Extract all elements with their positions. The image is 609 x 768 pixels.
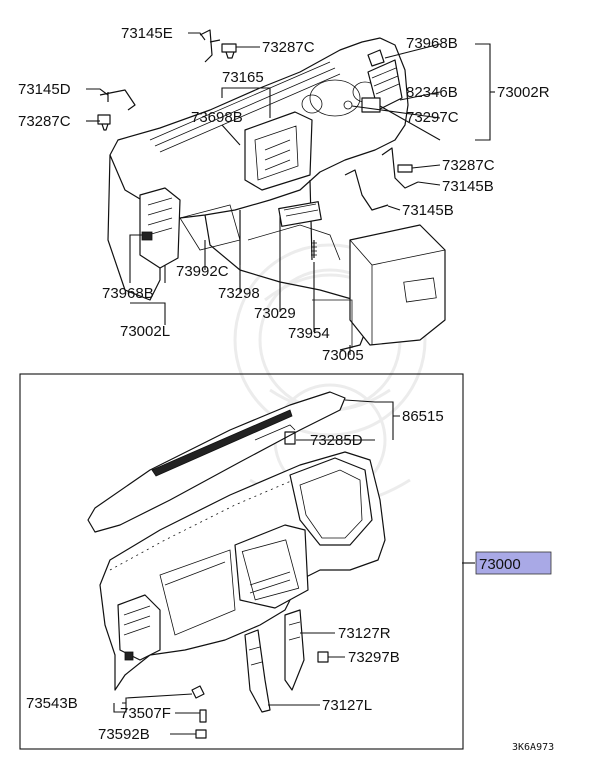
label-73287C-right[interactable]: 73287C [442, 157, 495, 174]
label-73297B[interactable]: 73297B [348, 649, 400, 666]
label-73287C-top[interactable]: 73287C [262, 39, 315, 56]
label-73145B-b[interactable]: 73145B [402, 202, 454, 219]
label-73954[interactable]: 73954 [288, 325, 330, 342]
label-73968B-top[interactable]: 73968B [406, 35, 458, 52]
label-73592B[interactable]: 73592B [98, 726, 150, 743]
label-73029[interactable]: 73029 [254, 305, 296, 322]
label-73127L[interactable]: 73127L [322, 697, 372, 714]
label-82346B[interactable]: 82346B [406, 84, 458, 101]
label-73698B[interactable]: 73698B [191, 109, 243, 126]
part-labels: 73145E 73287C 73968B 73002R 73145D 73165… [18, 25, 554, 753]
lower-leader-lines [113, 399, 475, 735]
label-73287C-left[interactable]: 73287C [18, 113, 71, 130]
label-73285D[interactable]: 73285D [310, 432, 363, 449]
label-73298[interactable]: 73298 [218, 285, 260, 302]
assembly-frame [19, 373, 464, 750]
label-86515[interactable]: 86515 [402, 408, 444, 425]
label-73145E[interactable]: 73145E [121, 25, 173, 42]
label-73002R[interactable]: 73002R [497, 84, 550, 101]
assembly-highlight [475, 551, 552, 575]
lower-dashboard-assembly [87, 391, 386, 739]
diagram-code: 3K6A973 [512, 742, 554, 753]
label-73000[interactable]: 73000 [479, 556, 521, 573]
label-73145B-a[interactable]: 73145B [442, 178, 494, 195]
label-73145D[interactable]: 73145D [18, 81, 71, 98]
label-73002L[interactable]: 73002L [120, 323, 170, 340]
upper-leader-lines [86, 32, 495, 355]
label-73297C[interactable]: 73297C [406, 109, 459, 126]
upper-dashboard-assembly [97, 29, 446, 351]
label-73968B-left[interactable]: 73968B [102, 285, 154, 302]
label-73507F[interactable]: 73507F [120, 705, 171, 722]
label-73992C[interactable]: 73992C [176, 263, 229, 280]
label-73543B[interactable]: 73543B [26, 695, 78, 712]
label-73127R[interactable]: 73127R [338, 625, 391, 642]
label-73165[interactable]: 73165 [222, 69, 264, 86]
label-73005[interactable]: 73005 [322, 347, 364, 364]
